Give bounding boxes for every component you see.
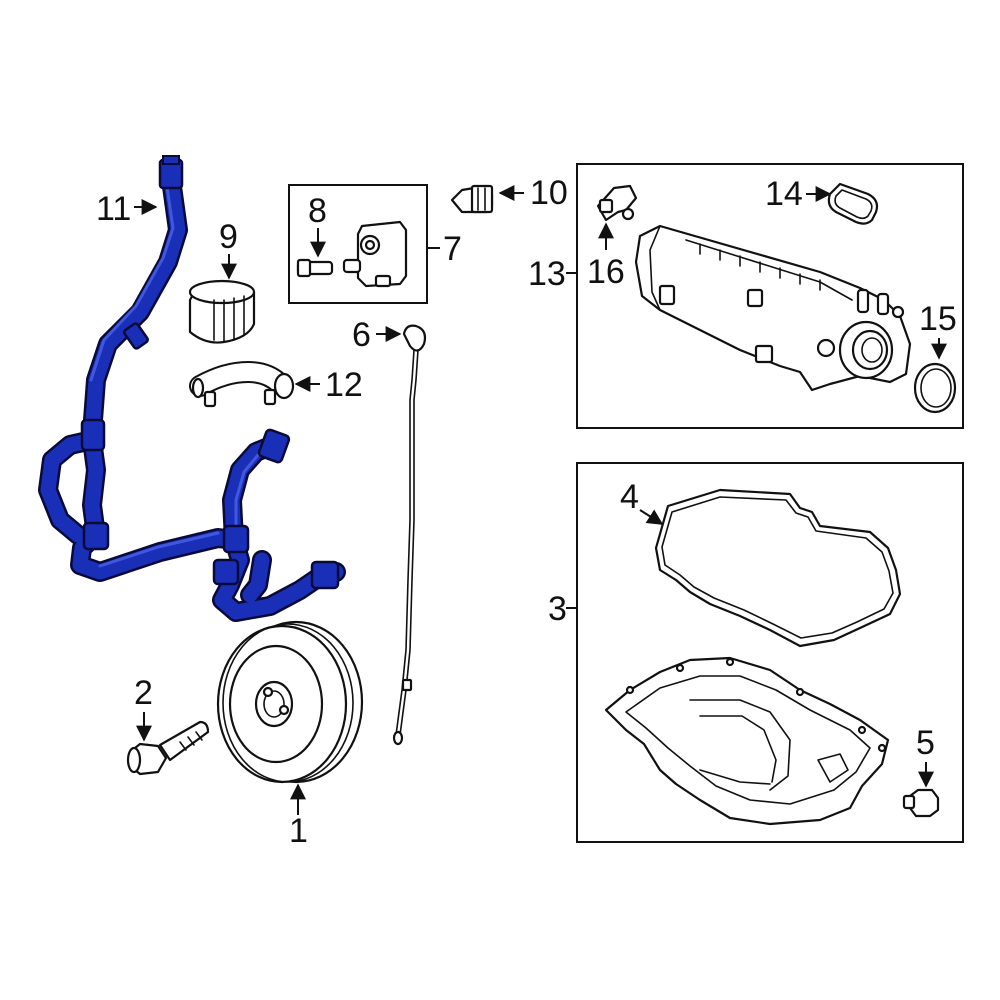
- callout-9: 9: [219, 218, 238, 280]
- part-3-oil-pan[interactable]: [604, 656, 890, 826]
- part-5-drain-plug[interactable]: [902, 788, 940, 818]
- callout-11: 11: [96, 190, 158, 228]
- part-13-group-frame: [576, 163, 964, 429]
- part-15-seal[interactable]: [913, 362, 957, 414]
- callout-15-label: 15: [919, 300, 957, 338]
- callout-12: 12: [294, 366, 363, 404]
- callout-14-label: 14: [765, 175, 803, 213]
- callout-5: 5: [916, 724, 935, 788]
- callout-10-label: 10: [530, 174, 568, 212]
- callout-7-label: 7: [443, 230, 462, 268]
- part-7-group-frame: [288, 184, 428, 304]
- callout-1: 1: [289, 783, 308, 850]
- callout-4-label: 4: [620, 478, 639, 516]
- part-10-sensor[interactable]: [450, 184, 494, 214]
- part-3-group-frame: [576, 462, 964, 843]
- part-16-connector[interactable]: [596, 184, 638, 222]
- callout-16: 16: [587, 222, 625, 291]
- callout-13: 13: [528, 255, 577, 293]
- callout-9-label: 9: [219, 218, 238, 256]
- callout-1-label: 1: [289, 812, 308, 850]
- callout-8: 8: [308, 192, 327, 258]
- callout-12-label: 12: [325, 366, 363, 404]
- callout-2-label: 2: [134, 674, 153, 712]
- callout-8-label: 8: [308, 192, 327, 230]
- callout-10: 10: [498, 174, 568, 212]
- callout-6: 6: [352, 316, 402, 354]
- part-9-oil-filter[interactable]: [188, 279, 256, 344]
- part-11-coolant-hose[interactable]: [38, 155, 346, 622]
- callout-3: 3: [548, 590, 577, 628]
- callout-2: 2: [134, 674, 153, 742]
- callout-16-label: 16: [587, 253, 625, 291]
- callout-6-label: 6: [352, 316, 371, 354]
- part-2-bolt[interactable]: [126, 720, 210, 776]
- callout-13-label: 13: [528, 255, 566, 293]
- callout-4: 4: [620, 478, 664, 525]
- part-8-bolt[interactable]: [296, 258, 334, 278]
- part-7-oil-cooler[interactable]: [342, 220, 408, 288]
- callout-7: 7: [427, 230, 462, 268]
- callout-14: 14: [765, 175, 832, 213]
- part-1-crankshaft-pulley[interactable]: [216, 620, 364, 784]
- callout-15: 15: [919, 300, 957, 360]
- part-13-intake-manifold[interactable]: [634, 224, 912, 392]
- part-12-hose[interactable]: [189, 360, 295, 408]
- part-14-gasket[interactable]: [827, 182, 879, 225]
- part-4-pan-gasket[interactable]: [654, 488, 902, 648]
- callout-5-label: 5: [916, 724, 935, 762]
- part-6-dipstick[interactable]: [392, 324, 427, 746]
- callout-3-label: 3: [548, 590, 567, 628]
- callout-11-label: 11: [96, 190, 131, 228]
